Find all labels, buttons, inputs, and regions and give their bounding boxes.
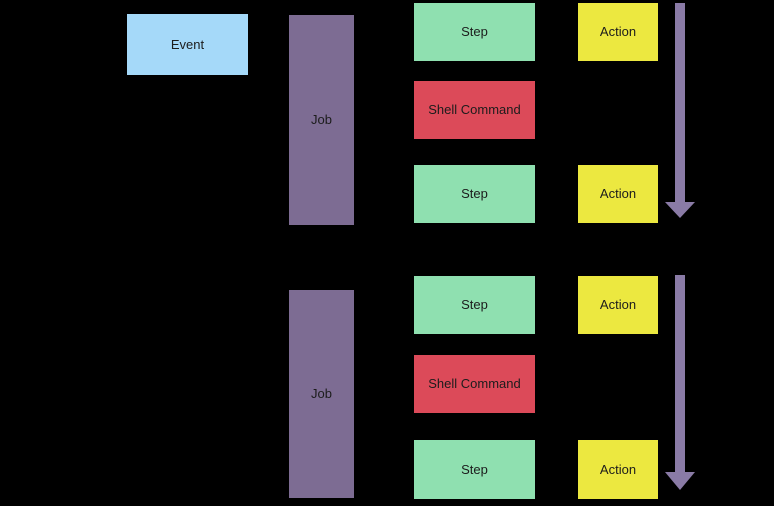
job-label: Job [311, 386, 332, 402]
step-node: Step [414, 165, 535, 223]
action-label: Action [599, 186, 637, 202]
event-label: Event [170, 36, 205, 52]
shell-command-label: Shell Command [428, 102, 521, 118]
shell-command-node: Shell Command [414, 81, 535, 139]
job-node-1: Job [289, 15, 354, 225]
action-label: Action [599, 24, 637, 40]
action-node: Action [578, 440, 658, 499]
shell-command-label: Shell Command [428, 376, 521, 392]
action-node: Action [578, 165, 658, 223]
step-node: Step [414, 276, 535, 334]
step-node: Step [414, 440, 535, 499]
step-label: Step [461, 186, 488, 202]
shell-command-node: Shell Command [414, 355, 535, 413]
down-arrow-icon [665, 275, 695, 491]
action-node: Action [578, 276, 658, 334]
event-node: Event [127, 14, 248, 75]
step-node: Step [414, 3, 535, 61]
step-label: Step [461, 461, 488, 477]
down-arrow-icon [665, 0, 695, 219]
action-node: Action [578, 3, 658, 61]
job-label: Job [311, 112, 332, 128]
action-label: Action [599, 461, 637, 477]
step-label: Step [461, 297, 488, 313]
step-label: Step [461, 24, 488, 40]
action-label: Action [599, 297, 637, 313]
job-node-2: Job [289, 290, 354, 498]
